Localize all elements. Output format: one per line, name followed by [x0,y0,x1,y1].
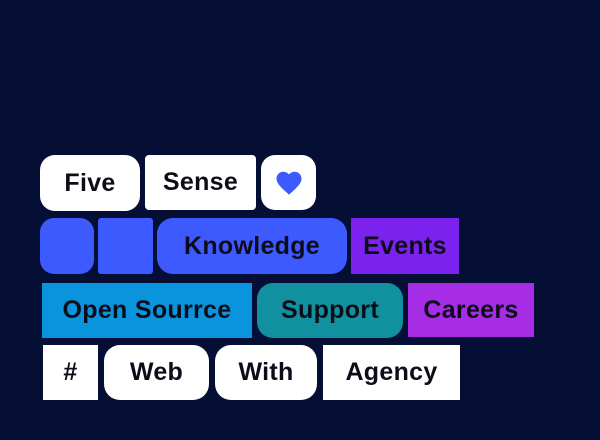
tag-with[interactable]: With [215,345,317,400]
tag-careers[interactable]: Careers [408,283,534,337]
tag-with-label: With [238,358,294,386]
tag-agency[interactable]: Agency [323,345,460,400]
tag-careers-label: Careers [423,295,519,324]
tag-hash[interactable]: # [43,345,98,400]
tag-events[interactable]: Events [351,218,459,274]
tag-five[interactable]: Five [40,155,140,211]
tag-support-label: Support [281,296,379,324]
heart-tile[interactable] [261,155,316,210]
tag-sense[interactable]: Sense [145,155,256,210]
tag-support[interactable]: Support [257,283,403,338]
brand-row: Five Sense [40,155,316,211]
tag-five-label: Five [64,168,116,197]
blue-tile-rounded [40,218,94,274]
heart-icon [274,168,304,198]
nav-row-3: # Web With Agency [43,345,460,400]
nav-row-1: Knowledge Events [40,218,459,274]
tag-open-source[interactable]: Open Sourrce [42,283,252,338]
tag-events-label: Events [363,231,447,260]
tag-knowledge[interactable]: Knowledge [157,218,347,274]
tag-hash-label: # [63,358,78,386]
tag-web[interactable]: Web [104,345,209,400]
tag-knowledge-label: Knowledge [183,231,321,260]
blue-tile-square [98,218,153,274]
tag-agency-label: Agency [345,358,438,386]
tag-web-label: Web [129,358,184,386]
tag-sense-label: Sense [162,168,239,196]
tag-open-source-label: Open Sourrce [62,296,232,324]
nav-row-2: Open Sourrce Support Careers [42,283,534,338]
